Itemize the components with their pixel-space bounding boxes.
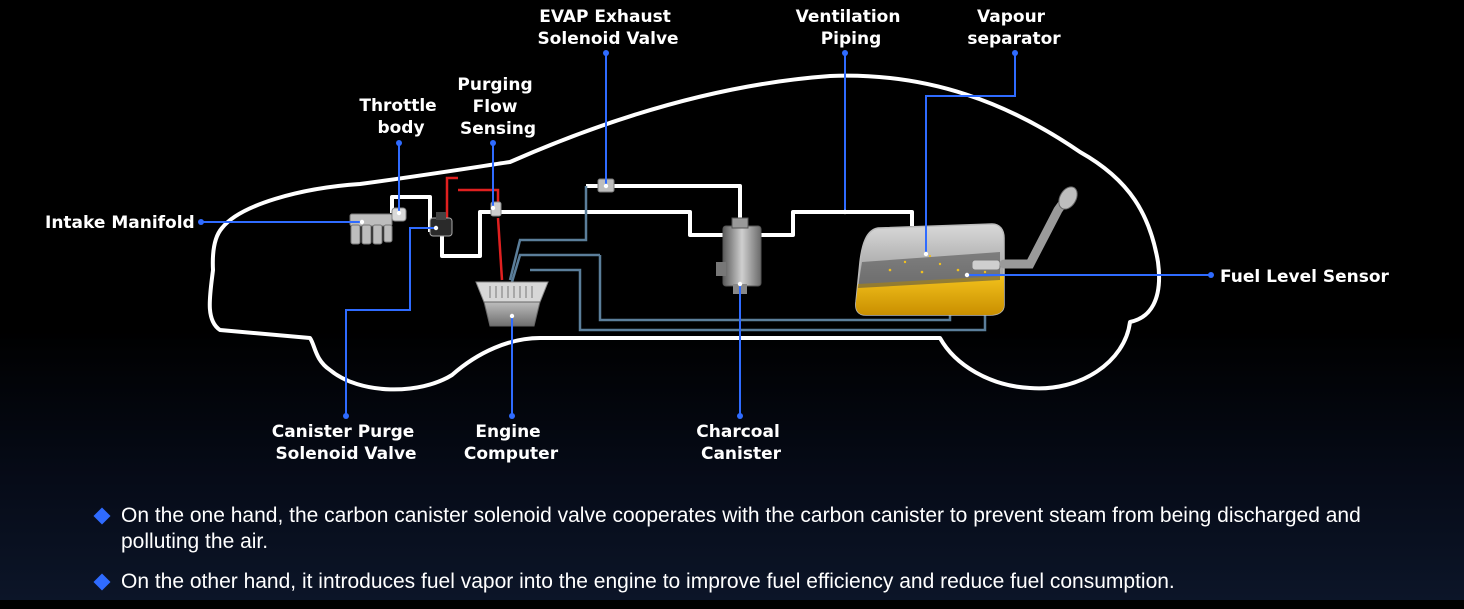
label-intake-manifold: Intake Manifold (45, 213, 195, 233)
description-item: On the other hand, it introduces fuel va… (92, 569, 1422, 595)
label-fuel-level-sensor: Fuel Level Sensor (1220, 267, 1390, 287)
evap-system-diagram: Intake Manifold Throttle body Purging Fl… (45, 7, 1390, 464)
label-evap-exhaust-valve: EVAP Exhaust Solenoid Valve (537, 7, 678, 49)
diamond-icon (93, 573, 111, 591)
label-canister-purge-valve: Canister Purge Solenoid Valve (272, 422, 421, 464)
label-vapour-separator: Vapour separator (967, 7, 1061, 49)
purge-valve-part (429, 212, 453, 237)
label-charcoal-canister: Charcoal Canister (696, 422, 785, 464)
label-throttle-body: Throttle body (359, 96, 442, 138)
label-engine-computer: Engine Computer (464, 422, 559, 464)
label-purging-flow-sensing: Purging Flow Sensing (457, 75, 538, 139)
diamond-icon (93, 507, 111, 525)
description-item: On the one hand, the carbon canister sol… (92, 503, 1422, 555)
label-ventilation-piping: Ventilation Piping (796, 7, 907, 49)
part-marker-dots (359, 183, 970, 319)
description-text: On the other hand, it introduces fuel va… (121, 570, 1175, 593)
leader-lines (201, 53, 1211, 416)
vapour-tubes (390, 184, 914, 258)
intake-manifold-part (349, 213, 393, 245)
description-list: On the one hand, the carbon canister sol… (92, 503, 1422, 609)
car-outline (207, 73, 1162, 392)
leader-dots (198, 50, 1214, 419)
description-text: On the one hand, the carbon canister sol… (121, 504, 1361, 553)
fuel-tank-part (855, 186, 1078, 316)
